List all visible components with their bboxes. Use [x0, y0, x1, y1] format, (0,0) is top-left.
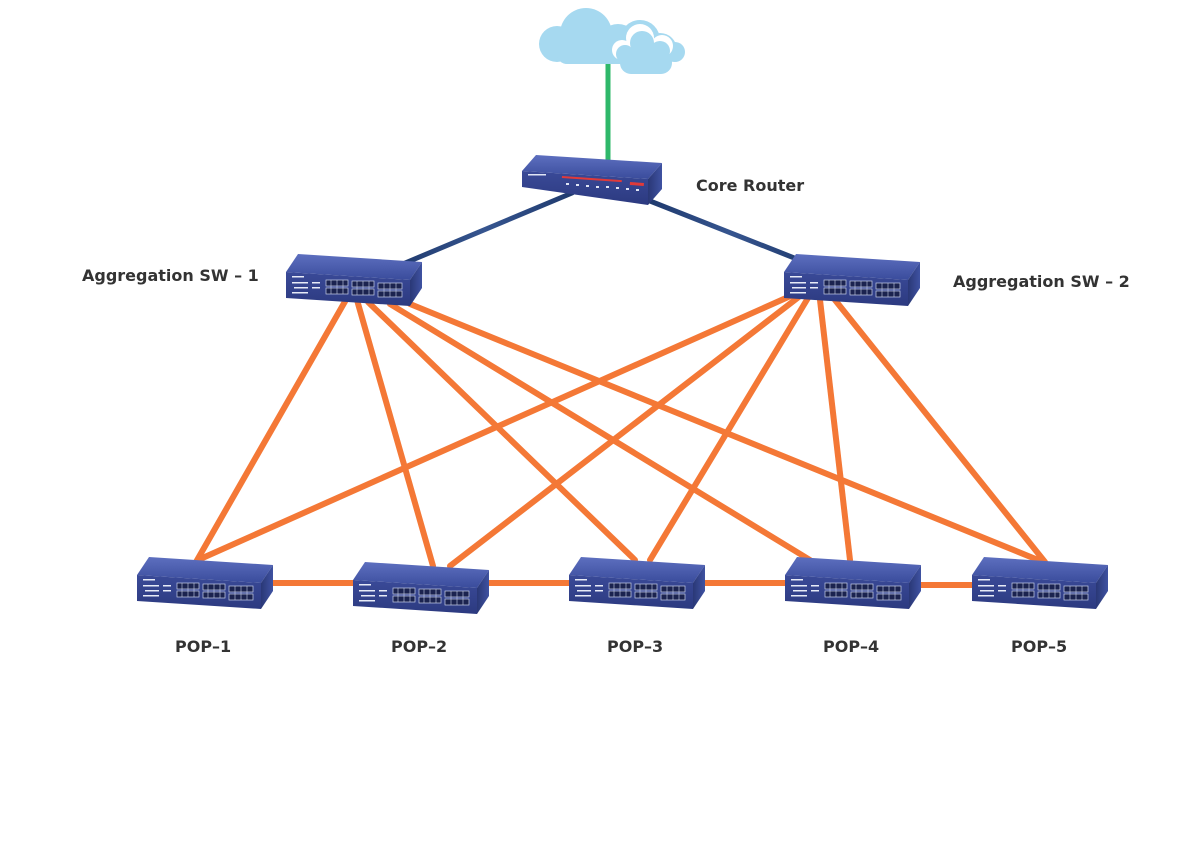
access-links [193, 291, 1048, 588]
core-links [395, 190, 815, 269]
switch-icon [971, 556, 1109, 610]
core-router: Core Router [522, 155, 804, 205]
pop2-label: POP–2 [391, 637, 447, 656]
switch-icon [783, 253, 921, 307]
router-icon [522, 155, 662, 205]
pop1-label: POP–1 [175, 637, 231, 656]
agg2-label: Aggregation SW – 2 [953, 272, 1130, 291]
link-router-agg1 [395, 190, 575, 269]
cloud-icon [539, 8, 685, 74]
agg1-label: Aggregation SW – 1 [82, 266, 259, 285]
link-agg1-pop1 [193, 295, 350, 565]
link-router-agg2 [647, 198, 815, 268]
pop3-label: POP–3 [607, 637, 663, 656]
aggregation-switch-2: Aggregation SW – 2 [783, 253, 1130, 307]
switch-icon [136, 556, 274, 610]
switch-icon [568, 556, 706, 610]
core-router-label: Core Router [696, 176, 804, 195]
link-agg1-pop4 [387, 301, 813, 563]
link-agg2-pop1 [195, 291, 798, 563]
switch-icon [352, 561, 490, 615]
link-agg2-pop2 [447, 293, 803, 569]
pop-1: POP–1 [136, 556, 274, 656]
switch-icon [285, 253, 423, 307]
switch-icon [784, 556, 922, 610]
pop4-label: POP–4 [823, 637, 879, 656]
pop5-label: POP–5 [1011, 637, 1067, 656]
link-agg2-pop4 [817, 297, 853, 563]
link-agg2-pop3 [647, 295, 811, 563]
link-agg1-pop3 [365, 299, 638, 563]
pop-2: POP–2 [352, 561, 490, 656]
pop-4: POP–4 [784, 556, 922, 656]
pop-3: POP–3 [568, 556, 706, 656]
pop-5: POP–5 [971, 556, 1109, 656]
link-agg1-pop2 [354, 297, 436, 569]
link-agg2-pop5 [832, 297, 1048, 565]
aggregation-switch-1: Aggregation SW – 1 [82, 253, 423, 307]
